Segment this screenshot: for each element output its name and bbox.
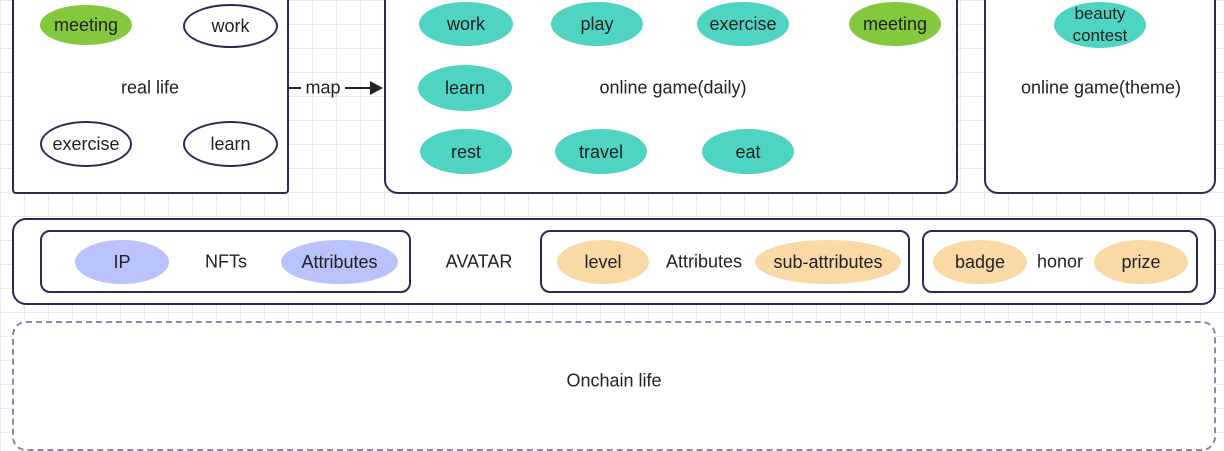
- real-life-label: real life: [120, 77, 180, 98]
- onchain-life-label: Onchain life: [566, 370, 662, 391]
- daily-travel: travel: [555, 129, 647, 174]
- honor-badge: badge: [933, 240, 1027, 284]
- real-life-learn: learn: [183, 121, 278, 167]
- attributes-level: level: [557, 240, 649, 284]
- nfts-ip: IP: [75, 240, 169, 284]
- nfts-label: NFTs: [205, 251, 247, 272]
- honor-prize: prize: [1094, 240, 1188, 284]
- map-arrow-head-icon: [370, 81, 383, 95]
- map-label: map: [305, 77, 341, 98]
- nfts-attributes: Attributes: [281, 240, 398, 284]
- attributes-label: Attributes: [665, 251, 743, 272]
- map-arrow-line-right: [345, 87, 372, 89]
- real-life-exercise: exercise: [40, 121, 132, 167]
- daily-rest: rest: [420, 129, 512, 174]
- daily-play: play: [551, 2, 643, 46]
- daily-work: work: [419, 2, 513, 46]
- honor-label: honor: [1036, 251, 1084, 272]
- attributes-sub-attributes: sub-attributes: [755, 240, 901, 284]
- real-life-work: work: [183, 4, 278, 48]
- avatar-label: AVATAR: [445, 251, 513, 272]
- online-game-theme-label: online game(theme): [1020, 77, 1182, 98]
- online-game-daily-label: online game(daily): [599, 77, 747, 98]
- daily-exercise: exercise: [697, 2, 789, 46]
- theme-beauty-contest: beauty contest: [1054, 2, 1146, 48]
- daily-eat: eat: [702, 129, 794, 174]
- map-arrow-line-left: [289, 87, 301, 89]
- real-life-meeting: meeting: [40, 5, 132, 45]
- daily-meeting: meeting: [849, 2, 941, 46]
- daily-learn: learn: [418, 65, 512, 111]
